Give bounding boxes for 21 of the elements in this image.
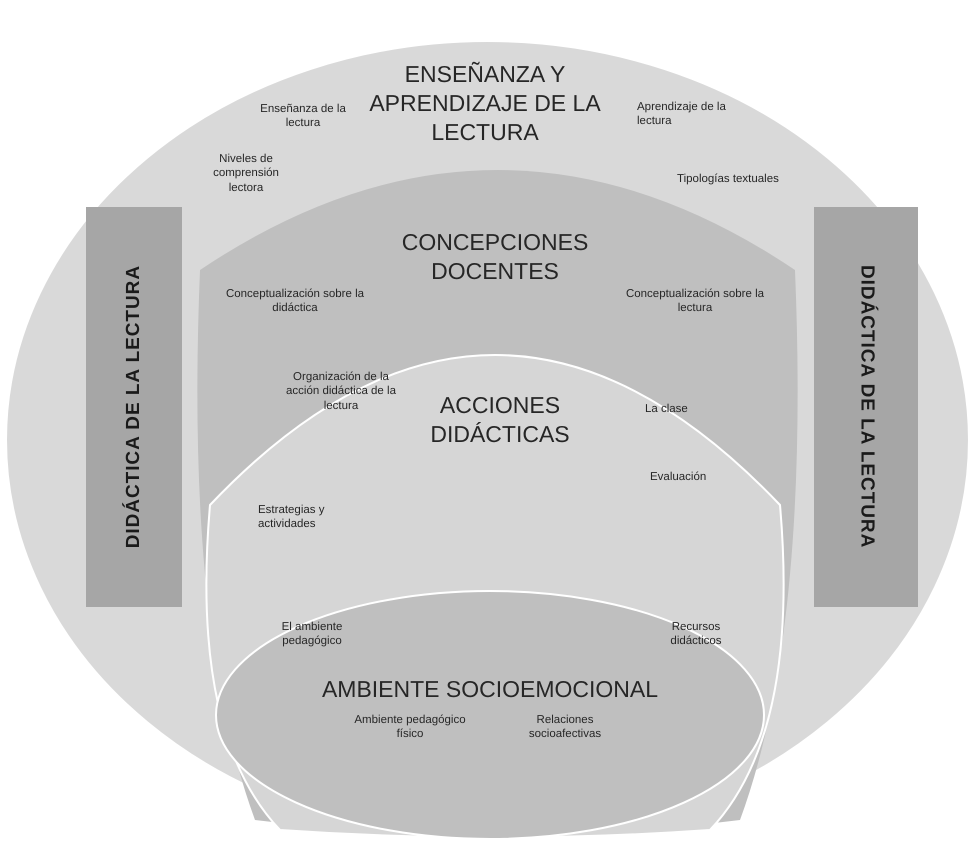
topic-label: Organización de la acción didáctica de la lectura	[285, 370, 397, 414]
topic-label: Relaciones socioafectivas	[528, 713, 602, 742]
topic-label: Tipologías textuales	[677, 172, 780, 186]
section-heading: CONCEPCIONES DOCENTES	[400, 228, 590, 286]
topic-label: Estrategias y actividades	[258, 503, 326, 532]
topic-label: La clase	[645, 402, 689, 416]
section-heading: ENSEÑANZA Y APRENDIZAJE DE LA LECTURA	[368, 60, 602, 146]
section-heading: ACCIONES DIDÁCTICAS	[429, 391, 571, 448]
banner-title: DIDÁCTICA DE LA LECTURA	[855, 265, 879, 549]
topic-label: Conceptualización sobre la lectura	[625, 287, 765, 316]
topic-label: Enseñanza de la lectura	[259, 102, 347, 131]
banner-title: DIDÁCTICA DE LA LECTURA	[121, 265, 145, 549]
topic-label: Evaluación	[650, 470, 708, 484]
inner-ellipse	[215, 590, 765, 840]
topic-label: Ambiente pedagógico físico	[353, 713, 467, 742]
section-heading: AMBIENTE SOCIOEMOCIONAL	[320, 675, 660, 704]
topic-label: Niveles de comprensión lectora	[212, 152, 280, 196]
topic-label: Recursos didácticos	[669, 620, 723, 649]
topic-label: Aprendizaje de la lectura	[637, 100, 727, 129]
topic-label: El ambiente pedagógico	[280, 620, 344, 649]
topic-label: Conceptualización sobre la didáctica	[225, 287, 365, 316]
